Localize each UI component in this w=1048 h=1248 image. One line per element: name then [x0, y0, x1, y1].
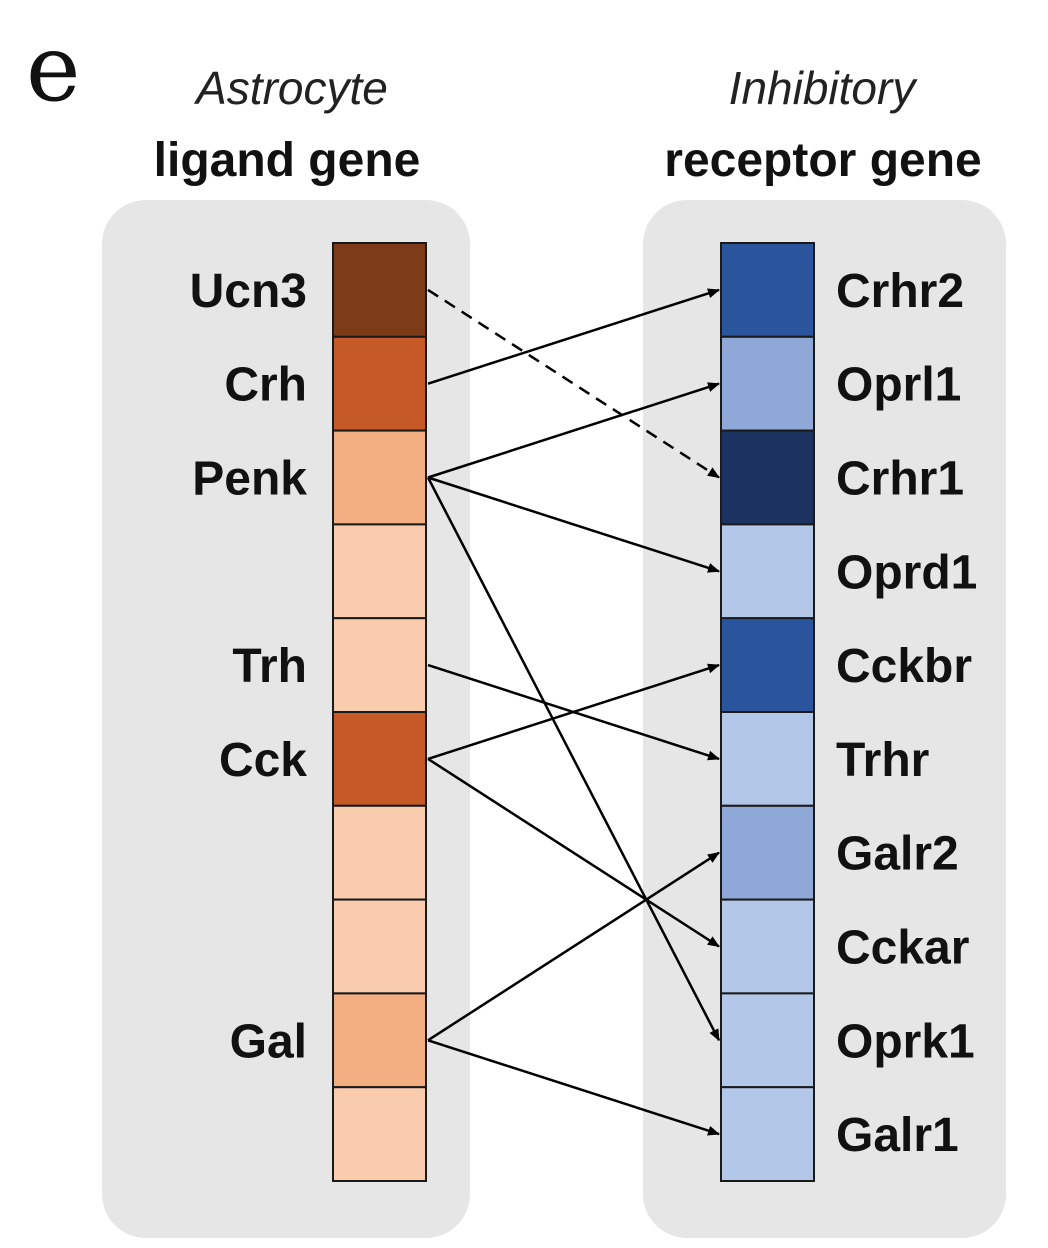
- link-cck-to-cckar: [427, 757, 720, 948]
- ligand-label-trh: Trh: [232, 640, 307, 693]
- receptor-header-italic: Inhibitory: [729, 62, 919, 114]
- receptor-cell-trhr: [720, 711, 815, 807]
- ligand-label-crh: Crh: [224, 359, 307, 412]
- ligand-header-italic: Astrocyte: [193, 62, 388, 114]
- link-ucn3-to-crhr1: [427, 288, 720, 479]
- receptor-cell-galr2: [720, 804, 815, 901]
- ligand-cell-unlabeled-10: [332, 1086, 427, 1182]
- receptor-cell-oprl1: [720, 335, 815, 432]
- ligand-label-cck: Cck: [219, 734, 307, 787]
- receptor-header-bold: receptor gene: [664, 134, 981, 187]
- link-cck-to-cckbr: [427, 663, 720, 761]
- ligand-cell-ucn3: [332, 242, 427, 338]
- link-crh-to-crhr2: [427, 288, 720, 385]
- ligand-cell-trh: [332, 617, 427, 714]
- receptor-cell-cckbr: [720, 617, 815, 714]
- receptor-gene-column: Crhr2Oprl1Crhr1Oprd1CckbrTrhrGalr2CckarO…: [720, 242, 977, 1182]
- receptor-label-crhr2: Crhr2: [836, 265, 964, 318]
- ligand-header-bold: ligand gene: [154, 134, 421, 187]
- receptor-cell-galr1: [720, 1086, 815, 1182]
- receptor-label-galr1: Galr1: [836, 1109, 959, 1162]
- receptor-panel-background: [643, 200, 1006, 1238]
- link-penk-to-oprd1: [427, 476, 720, 573]
- link-penk-to-oprl1: [427, 382, 720, 479]
- receptor-label-oprl1: Oprl1: [836, 359, 961, 412]
- ligand-cell-unlabeled-4: [332, 523, 427, 620]
- ligand-cell-penk: [332, 429, 427, 526]
- ligand-label-gal: Gal: [230, 1015, 307, 1068]
- receptor-label-cckbr: Cckbr: [836, 640, 972, 693]
- panel-letter: e: [26, 15, 80, 122]
- receptor-label-crhr1: Crhr1: [836, 453, 964, 506]
- ligand-label-ucn3: Ucn3: [190, 265, 307, 318]
- receptor-cell-crhr2: [720, 242, 815, 338]
- link-gal-to-galr2: [427, 851, 720, 1042]
- ligand-label-penk: Penk: [192, 453, 307, 506]
- receptor-cell-oprd1: [720, 523, 815, 620]
- receptor-cell-oprk1: [720, 992, 815, 1089]
- link-penk-to-oprk1: [426, 476, 721, 1042]
- receptor-label-oprk1: Oprk1: [836, 1015, 975, 1068]
- receptor-label-galr2: Galr2: [836, 828, 959, 881]
- receptor-label-trhr: Trhr: [836, 734, 929, 787]
- ligand-cell-unlabeled-8: [332, 898, 427, 995]
- ligand-cell-gal: [332, 992, 427, 1089]
- ligand-cell-cck: [332, 711, 427, 807]
- receptor-label-oprd1: Oprd1: [836, 546, 977, 599]
- receptor-cell-crhr1: [720, 429, 815, 526]
- ligand-receptor-links: [426, 288, 721, 1136]
- receptor-cell-cckar: [720, 898, 815, 995]
- receptor-label-cckar: Cckar: [836, 922, 969, 975]
- ligand-cell-crh: [332, 335, 427, 432]
- ligand-cell-unlabeled-7: [332, 804, 427, 901]
- link-gal-to-galr1: [427, 1039, 720, 1136]
